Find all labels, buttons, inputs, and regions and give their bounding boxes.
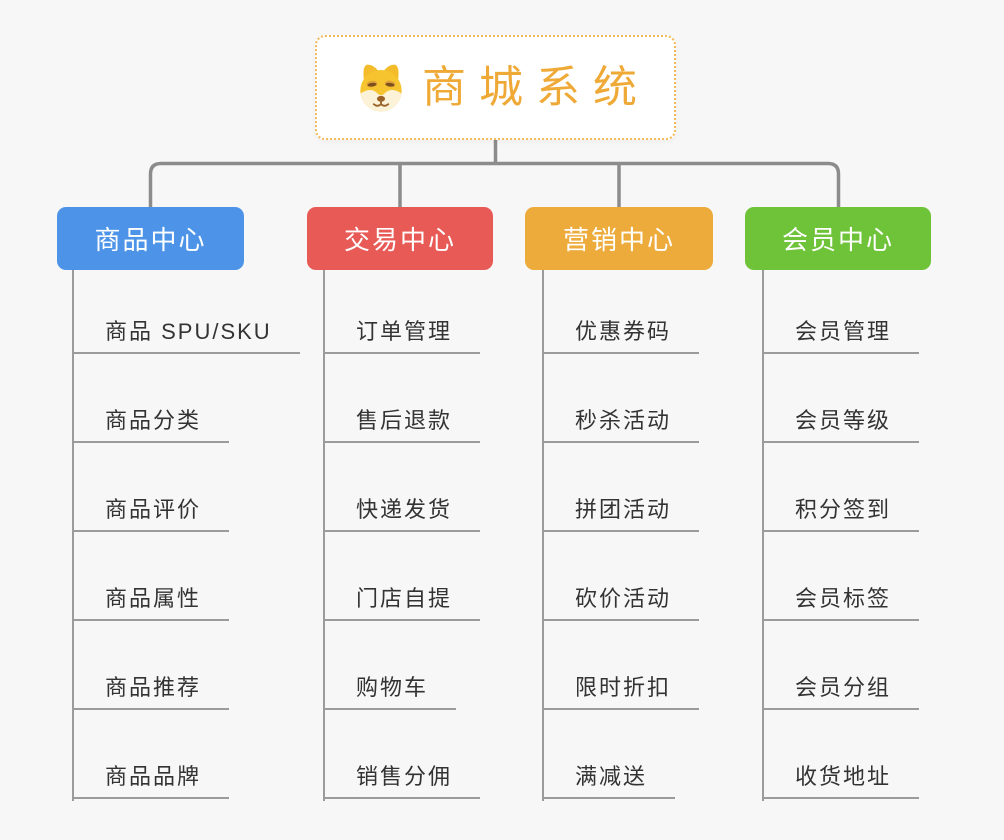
child-node[interactable]: 优惠券码	[542, 317, 700, 354]
child-node[interactable]: 订单管理	[323, 317, 481, 354]
child-node[interactable]: 会员等级	[762, 406, 920, 443]
child-node[interactable]: 商品属性	[72, 584, 230, 621]
root-node-title: 商城系统	[422, 62, 650, 112]
branch-node-1[interactable]: 商品中心	[57, 207, 244, 270]
root-node-mall-system[interactable]: 商城系统	[315, 35, 676, 140]
child-node[interactable]: 限时折扣	[542, 673, 700, 710]
child-node[interactable]: 会员管理	[762, 317, 920, 354]
child-node[interactable]: 商品推荐	[72, 673, 230, 710]
child-node[interactable]: 积分签到	[762, 495, 920, 532]
child-node[interactable]: 售后退款	[323, 406, 481, 443]
child-node[interactable]: 商品评价	[72, 495, 230, 532]
child-node[interactable]: 满减送	[542, 762, 676, 799]
branch-rail-line	[148, 161, 841, 207]
branch-node-3[interactable]: 营销中心	[525, 207, 713, 270]
branch-node-2[interactable]: 交易中心	[307, 207, 493, 270]
dog-face-icon	[360, 64, 402, 111]
child-node[interactable]: 砍价活动	[542, 584, 700, 621]
child-node[interactable]: 商品 SPU/SKU	[72, 317, 300, 354]
child-connector-line	[542, 270, 544, 801]
child-node[interactable]: 快递发货	[323, 495, 481, 532]
child-node[interactable]: 拼团活动	[542, 495, 700, 532]
child-node[interactable]: 销售分佣	[323, 762, 481, 799]
child-node[interactable]: 购物车	[323, 673, 457, 710]
child-node[interactable]: 商品分类	[72, 406, 230, 443]
child-node[interactable]: 门店自提	[323, 584, 481, 621]
child-node[interactable]: 会员分组	[762, 673, 920, 710]
child-node[interactable]: 商品品牌	[72, 762, 230, 799]
branch-node-4[interactable]: 会员中心	[745, 207, 931, 270]
child-connector-line	[323, 270, 325, 801]
child-connector-line	[72, 270, 74, 801]
child-connector-line	[762, 270, 764, 801]
child-node[interactable]: 秒杀活动	[542, 406, 700, 443]
child-node[interactable]: 会员标签	[762, 584, 920, 621]
child-node[interactable]: 收货地址	[762, 762, 920, 799]
